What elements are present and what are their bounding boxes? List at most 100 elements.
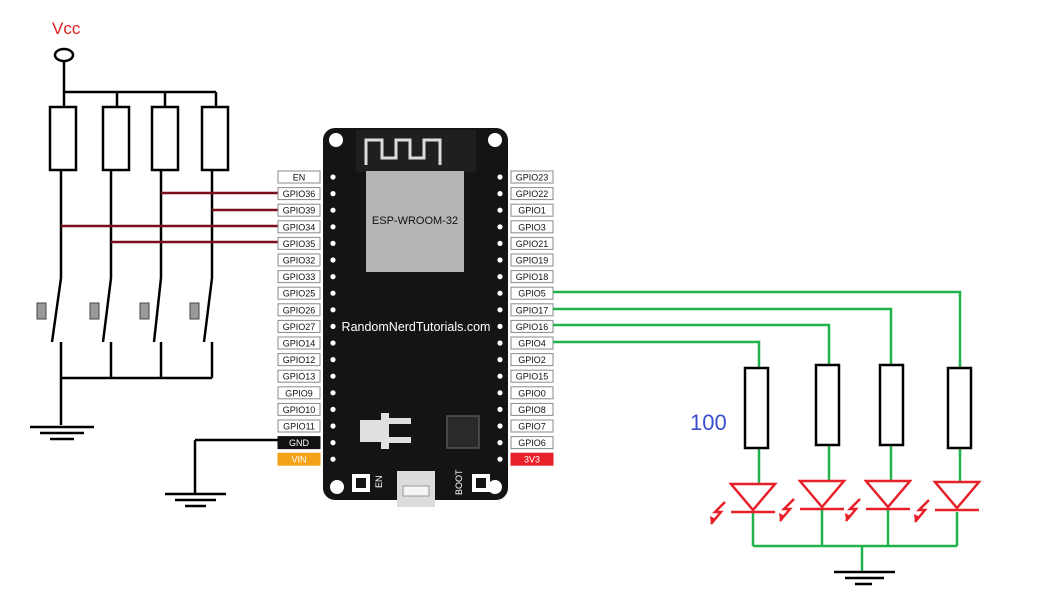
push-button-1 <box>50 277 63 378</box>
pin-text: GPIO25 <box>283 289 316 299</box>
header-pin-dot <box>497 307 503 313</box>
led-1 <box>710 482 778 525</box>
button-wires <box>61 191 278 244</box>
pullup-resistor-3 <box>150 105 180 172</box>
header-pin-dot <box>497 274 503 280</box>
header-pin-dot <box>497 224 503 230</box>
pin-text: GND <box>289 438 310 448</box>
pin-text: GPIO7 <box>518 422 546 432</box>
pin-text: GPIO3 <box>518 222 546 232</box>
pin-text: GPIO12 <box>283 355 316 365</box>
header-pin-dot <box>497 406 503 412</box>
led-wires <box>553 290 962 572</box>
pin-text: GPIO32 <box>283 256 316 266</box>
pin-label-gpio6: GPIO6 <box>510 436 554 450</box>
light-emission-icon <box>914 499 930 523</box>
pin-label-gpio22: GPIO22 <box>510 187 554 201</box>
header-pin-dot <box>330 373 336 379</box>
pin-text: 3V3 <box>524 455 540 465</box>
pin-text: GPIO5 <box>518 289 546 299</box>
light-emission-icon <box>779 498 795 522</box>
led-3 <box>845 479 913 522</box>
header-pin-dot <box>497 340 503 346</box>
button-actuator-4 <box>189 302 200 320</box>
pin-label-gpio1: GPIO1 <box>510 203 554 217</box>
pin-label-gpio33: GPIO33 <box>277 270 321 284</box>
pin-label-gpio39: GPIO39 <box>277 203 321 217</box>
pin-text: GPIO10 <box>283 405 316 415</box>
header-pin-dot <box>497 373 503 379</box>
pin-label-gpio34: GPIO34 <box>277 220 321 234</box>
light-emission-icon <box>845 498 861 522</box>
pin-label-gpio14: GPIO14 <box>277 336 321 350</box>
brand-label: RandomNerdTutorials.com <box>342 320 491 334</box>
left-pin-labels: ENGPIO36GPIO39GPIO34GPIO35GPIO32GPIO33GP… <box>277 170 321 466</box>
header-pin-dot <box>330 274 336 280</box>
header-pin-dot <box>330 191 336 197</box>
pin-header-dots <box>330 174 503 462</box>
pin-label-gpio8: GPIO8 <box>510 402 554 416</box>
pin-label-gpio5: GPIO5 <box>510 286 554 300</box>
pin-text: GPIO26 <box>283 305 316 315</box>
header-pin-dot <box>330 423 336 429</box>
button-actuator-3 <box>139 302 150 320</box>
pin-label-gpio7: GPIO7 <box>510 419 554 433</box>
mount-hole <box>488 133 502 147</box>
header-pin-dot <box>330 307 336 313</box>
pin-label-3v3: 3V3 <box>510 452 554 466</box>
header-pin-dot <box>330 390 336 396</box>
pin-label-en: EN <box>277 170 321 184</box>
header-pin-dot <box>497 290 503 296</box>
pin-text: GPIO6 <box>518 438 546 448</box>
led-4 <box>914 480 982 523</box>
pin-text: GPIO14 <box>283 339 316 349</box>
pin-label-gpio4: GPIO4 <box>510 336 554 350</box>
header-pin-dot <box>497 174 503 180</box>
module-label: ESP-WROOM-32 <box>372 215 458 227</box>
pin-label-gpio36: GPIO36 <box>277 187 321 201</box>
pin-text: GPIO2 <box>518 355 546 365</box>
pullup-resistor-1 <box>48 105 78 172</box>
pin-label-gpio26: GPIO26 <box>277 303 321 317</box>
pin-text: GPIO22 <box>516 189 549 199</box>
pin-label-gpio19: GPIO19 <box>510 253 554 267</box>
pin-label-gpio3: GPIO3 <box>510 220 554 234</box>
pin-text: GPIO23 <box>516 173 549 183</box>
header-pin-dot <box>330 357 336 363</box>
voltage-regulator <box>360 420 382 442</box>
led-resistor-3 <box>878 363 905 447</box>
push-button-4 <box>202 277 214 378</box>
header-pin-dot <box>330 290 336 296</box>
header-pin-dot <box>497 240 503 246</box>
header-pin-dot <box>330 174 336 180</box>
header-pin-dot <box>497 207 503 213</box>
header-pin-dot <box>330 406 336 412</box>
header-pin-dot <box>330 257 336 263</box>
mount-hole <box>329 133 343 147</box>
pin-text: GPIO8 <box>518 405 546 415</box>
header-pin-dot <box>497 440 503 446</box>
header-pin-dot <box>330 240 336 246</box>
pin-label-gpio21: GPIO21 <box>510 236 554 250</box>
button-circuit <box>48 47 230 425</box>
pullup-resistor-4 <box>200 105 230 172</box>
header-pin-dot <box>330 323 336 329</box>
pin-text: GPIO17 <box>516 305 549 315</box>
pin-text: GPIO16 <box>516 322 549 332</box>
wroom-module <box>366 171 464 272</box>
led-resistor-1 <box>743 366 770 450</box>
pin-text: GPIO18 <box>516 272 549 282</box>
resistor-value-label: 100 <box>690 410 727 435</box>
pin-label-gnd: GND <box>277 436 321 450</box>
right-pin-labels: GPIO23GPIO22GPIO1GPIO3GPIO21GPIO19GPIO18… <box>510 170 554 466</box>
header-pin-dot <box>497 357 503 363</box>
mount-hole <box>488 480 502 494</box>
header-pin-dot <box>497 257 503 263</box>
vcc-terminal <box>53 47 75 63</box>
pin-text: VIN <box>291 455 306 465</box>
header-pin-dot <box>330 224 336 230</box>
header-pin-dot <box>330 340 336 346</box>
pin-label-gpio27: GPIO27 <box>277 319 321 333</box>
push-button-3 <box>152 277 163 378</box>
